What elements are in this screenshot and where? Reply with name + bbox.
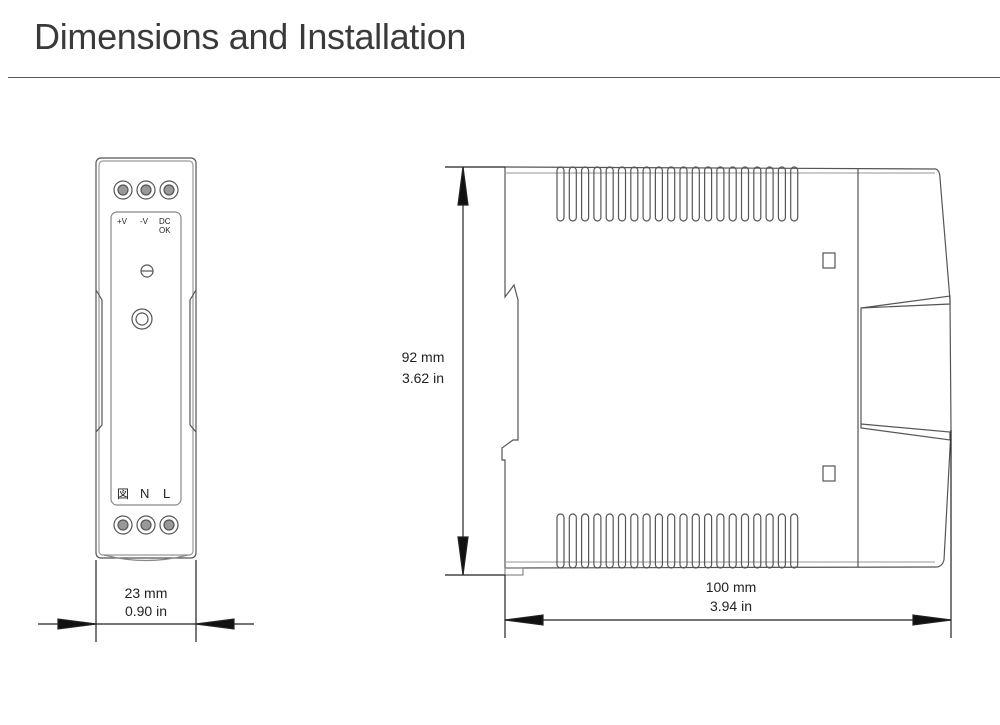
vent-fins-bottom bbox=[556, 513, 799, 569]
depth-in-label: 3.94 in bbox=[710, 598, 752, 614]
vent-fin bbox=[679, 513, 688, 569]
label-ok: OK bbox=[159, 226, 171, 235]
title-divider bbox=[8, 77, 1000, 78]
terminal-screw-head bbox=[163, 184, 175, 196]
vent-fin bbox=[777, 166, 787, 222]
terminal-screw-icon bbox=[136, 515, 156, 535]
front-rail-right bbox=[189, 289, 197, 433]
vent-fins-top bbox=[556, 166, 799, 222]
vent-fin bbox=[617, 166, 627, 222]
terminals bbox=[113, 180, 179, 535]
vent-fin bbox=[765, 513, 774, 569]
label-l: L bbox=[163, 486, 170, 501]
terminal-screw-icon bbox=[159, 180, 179, 200]
front-width-dimension bbox=[38, 560, 254, 642]
page-title: Dimensions and Installation bbox=[34, 16, 467, 57]
front-panel bbox=[110, 211, 182, 506]
vent-fin bbox=[716, 166, 725, 222]
side-view bbox=[501, 166, 952, 576]
terminal-screw-icon bbox=[113, 515, 133, 535]
vent-fin bbox=[556, 166, 565, 222]
terminal-screw-icon bbox=[113, 180, 133, 200]
vent-fin bbox=[728, 513, 737, 569]
width-mm-label: 23 mm bbox=[125, 585, 168, 601]
depth-mm-label: 100 mm bbox=[706, 579, 757, 595]
label-plus-v: +V bbox=[117, 217, 128, 226]
vent-fin bbox=[703, 513, 713, 569]
side-height-dimension bbox=[445, 166, 505, 576]
vent-fin bbox=[556, 513, 565, 569]
label-minus-v: -V bbox=[140, 217, 149, 226]
vent-fin bbox=[605, 513, 614, 569]
latch-slot bbox=[822, 465, 836, 482]
latch-slot bbox=[822, 252, 836, 269]
vent-fin bbox=[580, 513, 590, 569]
front-rail-left bbox=[95, 289, 103, 433]
vent-fin bbox=[753, 166, 762, 222]
vent-fin bbox=[605, 166, 614, 222]
label-dc: DC bbox=[159, 217, 171, 226]
vent-fin bbox=[703, 166, 713, 222]
height-in-label: 3.62 in bbox=[402, 370, 444, 386]
vent-fin bbox=[728, 166, 737, 222]
vent-fin bbox=[630, 513, 639, 569]
arrow-icon bbox=[457, 536, 469, 576]
front-view bbox=[95, 157, 197, 562]
terminal-screw-icon bbox=[136, 180, 156, 200]
vent-fin bbox=[642, 166, 651, 222]
arrow-icon bbox=[57, 618, 97, 630]
height-mm-label: 92 mm bbox=[402, 349, 445, 365]
vent-fin bbox=[691, 513, 700, 569]
vent-fin bbox=[679, 166, 688, 222]
vent-fin bbox=[777, 513, 787, 569]
arrow-icon bbox=[912, 614, 952, 626]
vent-fin bbox=[617, 513, 627, 569]
side-depth-dimension bbox=[504, 430, 952, 638]
vent-fin bbox=[790, 166, 799, 222]
vent-fin bbox=[740, 513, 750, 569]
vent-fin bbox=[740, 166, 750, 222]
label-n: N bbox=[140, 486, 149, 501]
terminal-screw-head bbox=[140, 519, 152, 531]
vent-fin bbox=[568, 166, 577, 222]
width-in-label: 0.90 in bbox=[125, 603, 167, 619]
vent-fin bbox=[654, 513, 664, 569]
vent-fin bbox=[654, 166, 664, 222]
terminal-screw-head bbox=[163, 519, 175, 531]
terminal-screw-head bbox=[117, 184, 129, 196]
vent-fin bbox=[667, 166, 676, 222]
vent-fin bbox=[765, 166, 774, 222]
vent-fin bbox=[630, 166, 639, 222]
vent-fin bbox=[593, 166, 602, 222]
front-body-inner bbox=[98, 160, 194, 556]
arrow-icon bbox=[457, 166, 469, 206]
arrow-icon bbox=[504, 614, 544, 626]
terminal-screw-icon bbox=[159, 515, 179, 535]
adjust-potentiometer-icon bbox=[131, 308, 153, 330]
front-body bbox=[95, 157, 197, 559]
vent-fin bbox=[691, 166, 700, 222]
side-body bbox=[501, 166, 952, 569]
terminal-screw-head bbox=[117, 519, 129, 531]
vent-fin bbox=[753, 513, 762, 569]
vent-fin bbox=[790, 513, 799, 569]
vent-fin bbox=[642, 513, 651, 569]
terminal-screw-head bbox=[140, 184, 152, 196]
vent-fin bbox=[593, 513, 602, 569]
vent-fin bbox=[716, 513, 725, 569]
vent-fin bbox=[580, 166, 590, 222]
label-ground: 図 bbox=[117, 487, 129, 501]
vent-fin bbox=[568, 513, 577, 569]
vent-fin bbox=[667, 513, 676, 569]
front-labels: +V -V DC OK 図 N L bbox=[117, 217, 171, 501]
arrow-icon bbox=[195, 618, 235, 630]
